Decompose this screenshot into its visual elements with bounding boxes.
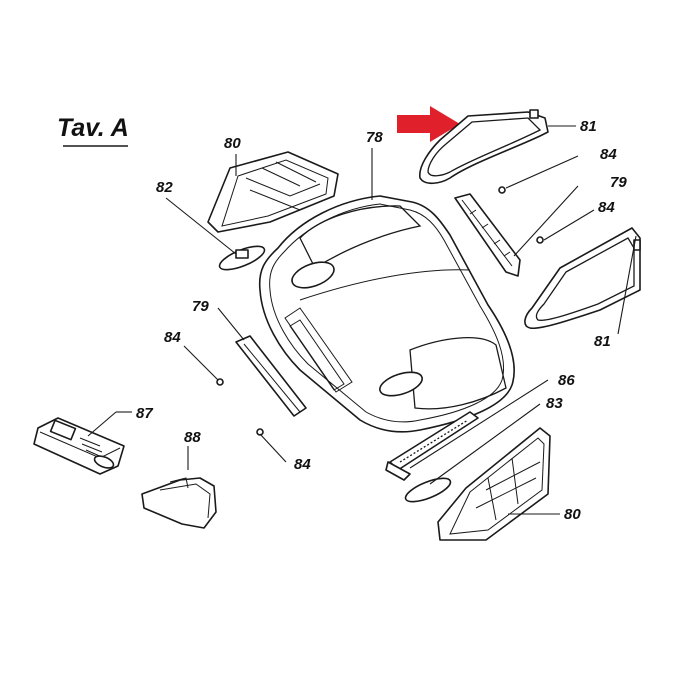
label-79-right: 79: [610, 174, 627, 191]
label-84-c: 84: [164, 329, 181, 346]
label-83: 83: [546, 395, 563, 412]
part-78-cover: [258, 195, 516, 433]
plate-title: Tav. A: [57, 114, 129, 142]
part-79-left-strip: [235, 335, 307, 417]
part-84-screws: [216, 186, 544, 436]
part-88-holder: [141, 477, 217, 529]
part-82-badge: [218, 245, 266, 271]
part-81-right-grille: [524, 227, 641, 330]
label-84-d: 84: [294, 456, 311, 473]
part-79-right-strip: [454, 193, 521, 277]
leader-lines: [87, 125, 637, 515]
part-80-top-filter: [207, 151, 339, 233]
part-83-badge: [404, 477, 452, 503]
highlight-arrow: [397, 106, 460, 142]
label-79-left: 79: [192, 298, 209, 315]
part-81-top-grille: [419, 109, 549, 185]
label-84-a: 84: [600, 146, 617, 163]
part-80-bottom-filter: [437, 427, 551, 541]
label-84-b: 84: [598, 199, 615, 216]
label-78: 78: [366, 129, 383, 146]
label-81-top: 81: [580, 118, 597, 135]
label-87: 87: [136, 405, 153, 422]
part-86-receiver: [385, 411, 479, 481]
label-82: 82: [156, 179, 173, 196]
label-88: 88: [184, 429, 201, 446]
label-81-right: 81: [594, 333, 611, 350]
label-86: 86: [558, 372, 575, 389]
part-87-remote: [33, 417, 125, 475]
label-80-bottom: 80: [564, 506, 581, 523]
label-80-top: 80: [224, 135, 241, 152]
